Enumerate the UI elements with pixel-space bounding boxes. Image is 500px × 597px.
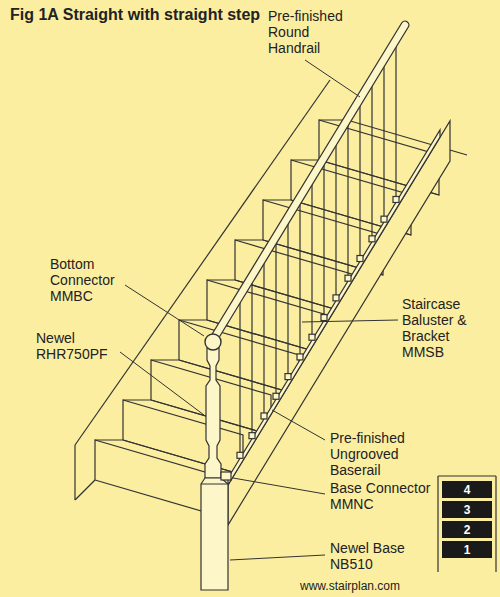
step-number-box: 1 [442,541,492,558]
baluster-bracket [249,433,255,439]
leader-line [305,60,360,97]
part-label: Base Connector MMNC [330,480,434,512]
part-label: Staircase Baluster & Bracket MMSB [402,296,476,360]
baluster [239,300,240,458]
stair-tread [151,360,299,395]
handrail [213,25,405,340]
baluster-bracket [237,452,243,458]
baluster [299,201,300,359]
wall-string [74,445,75,500]
number-frame [438,475,496,476]
step-number: 2 [464,523,471,537]
step-number: 3 [464,503,471,517]
leader-line [125,285,204,336]
step-number-box: 3 [442,501,492,518]
baluster-bracket [309,334,315,340]
stair-riser [123,400,243,475]
leader-line [120,352,204,415]
step-number: 1 [464,543,471,557]
baluster [335,142,336,300]
baluster [275,241,276,399]
bottom-connector [205,334,221,350]
wall-string [75,480,95,500]
baluster [263,260,264,418]
leader-line [230,555,325,560]
baluster-bracket [357,256,363,262]
baluster-bracket [393,196,399,202]
baluster-bracket [273,393,279,399]
number-frame [437,476,438,572]
baluster-bracket [285,374,291,380]
stair-tread [179,320,327,355]
baluster [323,162,324,320]
step-number-box: 4 [442,481,492,498]
baluster [287,221,288,379]
baluster [359,103,360,261]
step-number: 4 [464,483,471,497]
baluster-bracket [261,413,267,419]
part-label: Newel Base NB510 [330,540,418,572]
number-frame [495,476,496,572]
baluster-bracket [369,236,375,242]
figure-title: Fig 1A Straight with straight step [10,6,260,24]
part-label: Pre-finished Ungrooved Baserail [330,430,410,478]
handrail [213,25,405,340]
leader-line [302,320,398,322]
website-url: www.stairplan.com [300,578,400,594]
base-connector [221,472,231,480]
newel-base [201,484,228,485]
baluster-bracket [321,315,327,321]
baluster-bracket [345,275,351,281]
baluster [347,123,348,281]
baluster [371,83,372,241]
baluster [395,44,396,202]
part-label: Bottom Connector MMBC [50,256,122,304]
part-label: Pre-finished Round Handrail [268,8,348,56]
baluster [383,64,384,222]
stair-riser [95,440,215,515]
baluster [251,280,252,438]
leader-line [233,478,325,494]
baluster-bracket [333,295,339,301]
newel-base [201,478,228,590]
part-label: Newel RHR750PF [36,330,116,362]
stair-tread [123,400,271,435]
baluster [311,182,312,340]
newel [205,348,221,478]
baluster-bracket [381,216,387,222]
leader-line [272,410,325,440]
baluster-bracket [297,354,303,360]
step-number-box: 2 [442,521,492,538]
